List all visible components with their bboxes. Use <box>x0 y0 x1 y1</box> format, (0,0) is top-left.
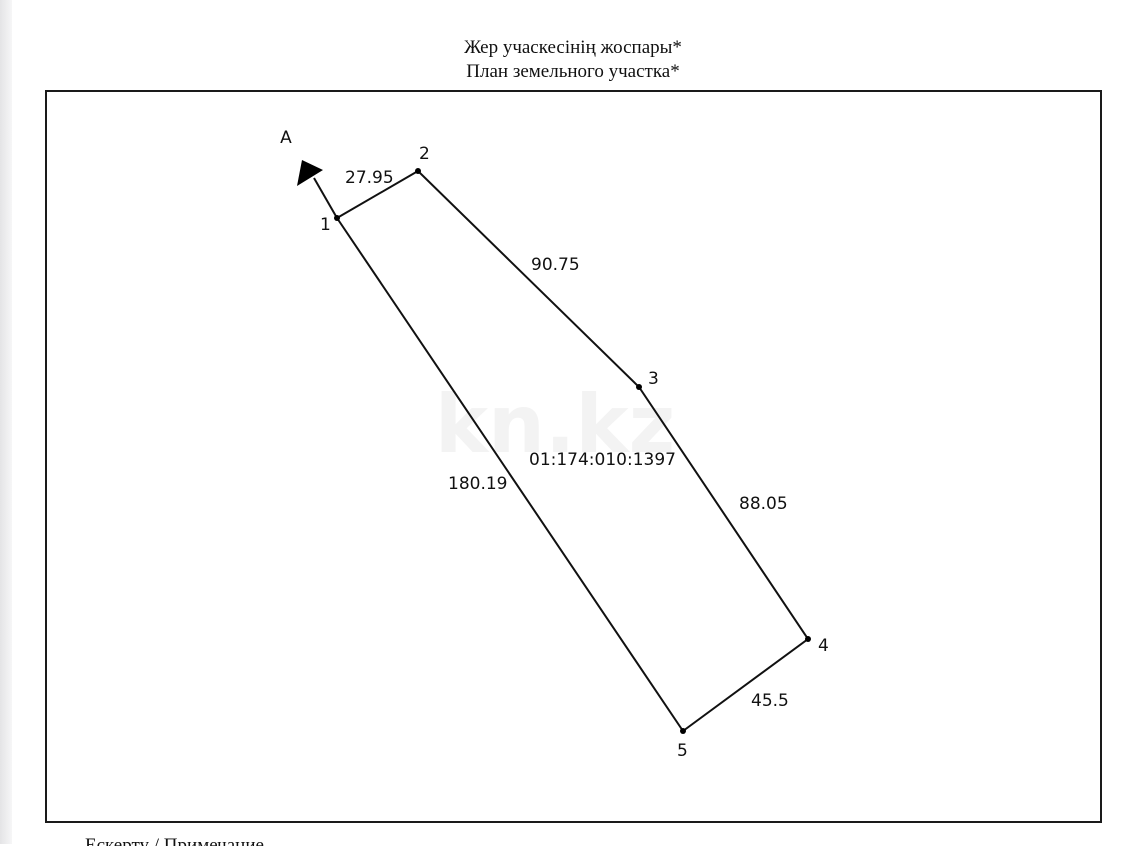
vertex-label-5: 5 <box>677 741 688 761</box>
north-arrow-shaft <box>313 177 338 219</box>
plan-frame <box>45 90 1102 823</box>
page-left-edge <box>0 0 12 844</box>
parcel-boundary <box>335 169 810 733</box>
footer-note-text: Ескерту / Примечание <box>85 836 295 846</box>
vertex-3 <box>636 384 642 390</box>
footer-note-cut-off: Ескерту / Примечание <box>85 836 295 846</box>
plan-title: Жер учаскесінің жоспары* План земельного… <box>0 36 1124 84</box>
segment-length-4-5: 45.5 <box>751 691 789 711</box>
watermark: kn.kz <box>435 378 675 471</box>
vertex-label-2: 2 <box>419 144 430 164</box>
segment-length-3-4: 88.05 <box>739 494 788 514</box>
north-arrow-label: А <box>280 128 292 148</box>
vertex-5 <box>680 728 686 734</box>
plan-title-russian: План земельного участка* <box>466 61 680 82</box>
north-arrow-head-icon <box>297 160 323 186</box>
plan-title-kazakh: Жер учаскесінің жоспары* <box>464 37 682 58</box>
vertex-4 <box>805 636 811 642</box>
vertex-label-4: 4 <box>818 636 829 656</box>
segment-length-5-1: 180.19 <box>448 474 507 494</box>
vertex-1 <box>334 215 340 221</box>
segment-length-2-3: 90.75 <box>531 255 580 275</box>
vertex-label-1: 1 <box>320 215 331 235</box>
vertex-label-3: 3 <box>648 369 659 389</box>
vertex-2 <box>415 168 421 174</box>
segment-length-1-2: 27.95 <box>345 168 394 188</box>
parcel-cadastral-number: 01:174:010:1397 <box>529 450 676 470</box>
